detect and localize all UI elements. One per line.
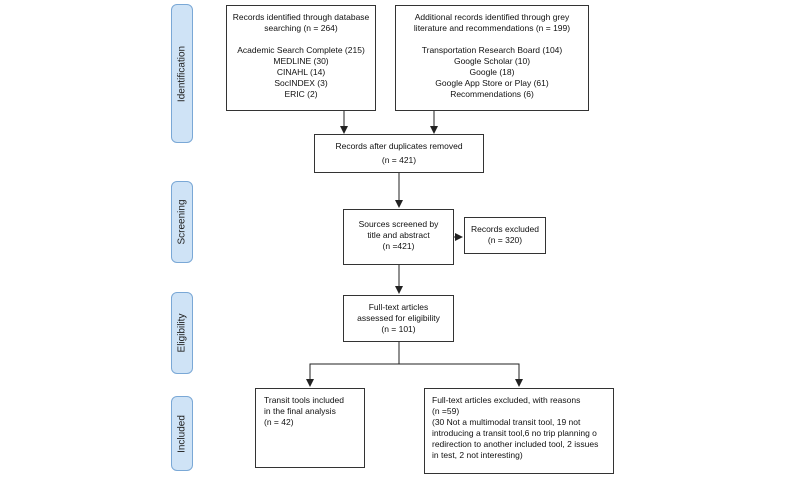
- text-line: CINAHL (14): [276, 67, 326, 77]
- text-line: searching (n = 264): [264, 23, 338, 33]
- box-included: Transit tools included in the final anal…: [255, 388, 365, 468]
- text-line: title and abstract: [367, 230, 430, 240]
- text-line: Sources screened by: [358, 219, 439, 229]
- text-line: (n = 42): [264, 417, 294, 427]
- box-after-duplicates: Records after duplicates removed (n = 42…: [314, 134, 484, 173]
- text-line: in the final analysis: [264, 406, 336, 416]
- text-line: (n =421): [382, 241, 415, 251]
- text-line: ERIC (2): [284, 89, 318, 99]
- text-line: (n =59): [432, 406, 460, 416]
- text-line: Transit tools included: [264, 395, 345, 405]
- arrow-fulltext-branch-right: [399, 363, 523, 387]
- text-line: Google Scholar (10): [453, 56, 531, 66]
- text-line: (n = 101): [381, 324, 416, 334]
- box-database-records: Records identified through database sear…: [226, 5, 376, 111]
- text-line: Google (18): [469, 67, 515, 77]
- text-line: Full-text articles: [368, 302, 429, 312]
- text-line: [227, 34, 375, 45]
- text-line: Records identified through database: [232, 12, 370, 22]
- phase-screening: Screening: [171, 181, 193, 263]
- text-line: Records excluded: [470, 224, 540, 234]
- text-line: Academic Search Complete (215): [237, 45, 365, 55]
- text-line: in test, 2 not interesting): [432, 450, 523, 460]
- phase-eligibility: Eligibility: [171, 292, 193, 374]
- box-full-text-excluded: Full-text articles excluded, with reason…: [424, 388, 614, 474]
- arrow-fulltext-branch: [306, 342, 400, 387]
- text-line: (n = 421): [381, 155, 417, 165]
- text-line: Full-text articles excluded, with reason…: [432, 395, 581, 405]
- text-line: Transportation Research Board (104): [421, 45, 563, 55]
- text-line: MEDLINE (30): [273, 56, 329, 66]
- text-line: redirection to another included tool, 2 …: [432, 439, 599, 449]
- box-screened: Sources screened by title and abstract (…: [343, 209, 454, 265]
- box-full-text-assessed: Full-text articles assessed for eligibil…: [343, 295, 454, 342]
- text-line: (30 Not a multimodal transit tool, 19 no…: [432, 417, 581, 427]
- text-line: Google App Store or Play (61): [435, 78, 549, 88]
- text-line: literature and recommendations (n = 199): [413, 23, 571, 33]
- text-line: (n = 320): [487, 235, 523, 245]
- text-line: Records after duplicates removed: [335, 141, 463, 151]
- text-line: SocINDEX (3): [274, 78, 328, 88]
- box-additional-records: Additional records identified through gr…: [395, 5, 589, 111]
- text-line: assessed for eligibility: [357, 313, 440, 323]
- text-line: Additional records identified through gr…: [414, 12, 570, 22]
- text-line: introducing a transit tool,6 no trip pla…: [432, 428, 597, 438]
- phase-identification: Identification: [171, 4, 193, 143]
- text-line: Recommendations (6): [450, 89, 534, 99]
- phase-included: Included: [171, 396, 193, 471]
- box-records-excluded: Records excluded (n = 320): [464, 217, 546, 254]
- text-line: [396, 34, 588, 45]
